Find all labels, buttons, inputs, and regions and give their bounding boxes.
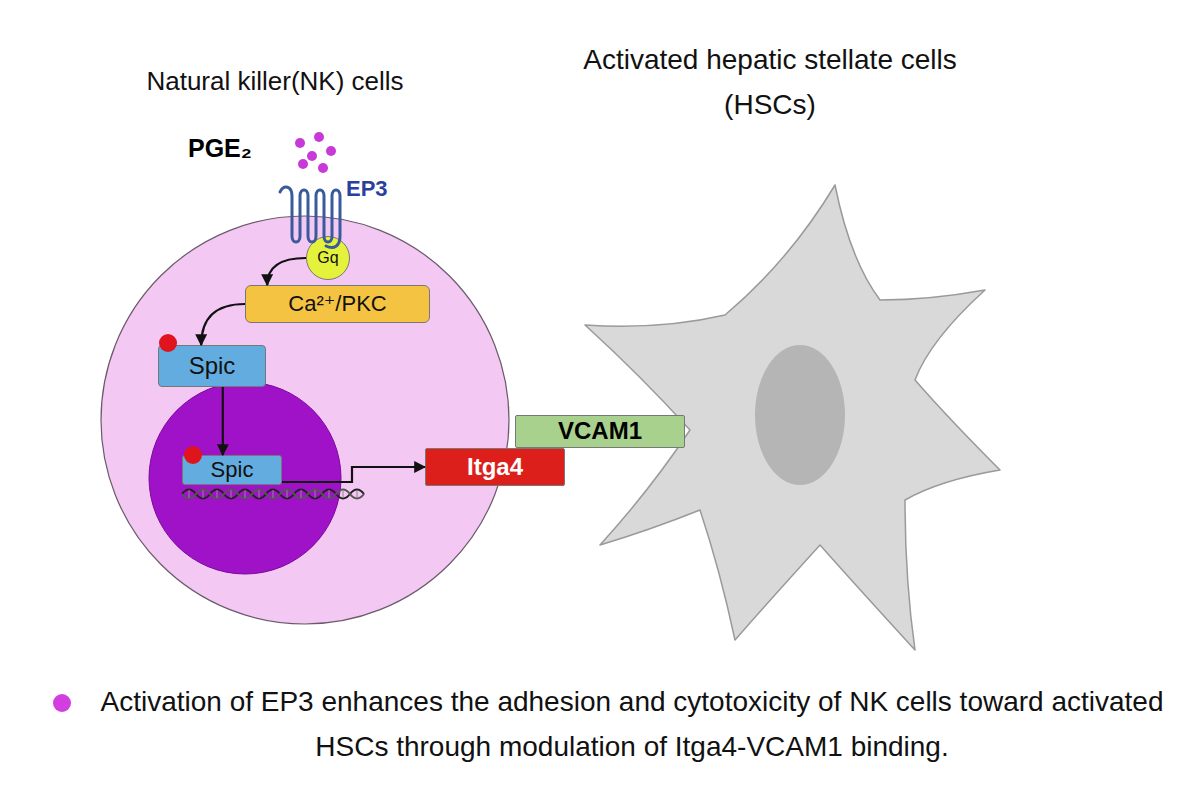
caption: Activation of EP3 enhances the adhesion … xyxy=(72,680,1192,770)
cell-outline xyxy=(530,40,1010,660)
dna-helix xyxy=(182,490,364,499)
connector-arrow xyxy=(267,258,306,285)
receptor-label: EP3 xyxy=(346,176,388,202)
nucleus xyxy=(755,345,845,485)
connector-arrow xyxy=(282,467,425,482)
gq-protein: Gq xyxy=(306,236,350,280)
node-label: Gq xyxy=(317,249,338,267)
cell-outline xyxy=(100,55,510,630)
node-label: Spic xyxy=(189,353,236,379)
connector-arrow xyxy=(201,304,245,345)
nk-cell: Natural killer(NK) cellsGqCa²⁺/PKCSpicSp… xyxy=(100,55,510,630)
cell-membrane xyxy=(101,216,509,624)
connector-arrow xyxy=(222,387,224,455)
ep3-receptor xyxy=(280,187,340,247)
cell-heading: Activated hepatic stellate cells (HSCs) xyxy=(540,38,1000,128)
kinase-box: Ca²⁺/PKC xyxy=(245,285,430,323)
nucleus xyxy=(149,382,341,574)
node-label: Ca²⁺/PKC xyxy=(288,292,386,316)
adhesion-molecule-box: VCAM1 xyxy=(515,415,685,448)
node-label: VCAM1 xyxy=(558,418,642,444)
cell-heading: Natural killer(NK) cells xyxy=(100,61,450,103)
caption-bullet xyxy=(53,694,71,712)
node-label: Itga4 xyxy=(467,454,523,480)
phosphate-dot xyxy=(159,334,177,352)
pge2-molecules xyxy=(295,132,336,173)
molecule-label: PGE₂ xyxy=(188,134,252,163)
transcription-factor-box: Spic xyxy=(182,455,282,485)
node-label: Spic xyxy=(211,458,254,482)
transcription-factor-box: Spic xyxy=(158,345,266,387)
stellate-cell: Activated hepatic stellate cells (HSCs) xyxy=(530,40,1010,660)
phosphate-dot xyxy=(184,446,202,464)
integrin-box: Itga4 xyxy=(425,448,565,486)
